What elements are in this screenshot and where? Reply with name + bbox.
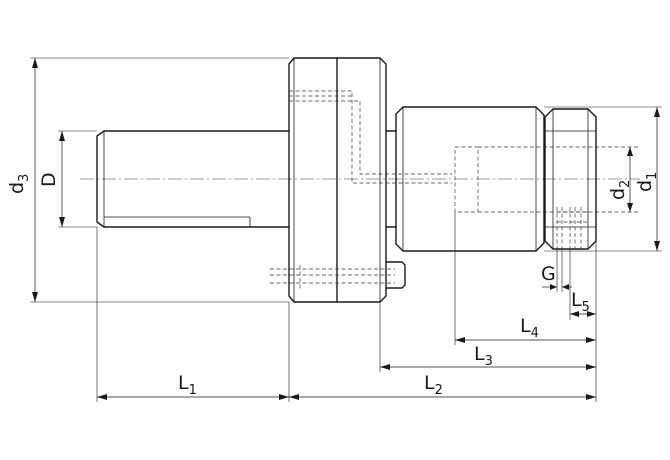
dimension-G (542, 249, 572, 292)
label-d1: d1 (634, 172, 660, 192)
flange (270, 57, 452, 303)
label-L3: L3 (474, 343, 493, 369)
neck (385, 130, 397, 228)
dimension-d1 (544, 106, 662, 252)
label-L2: L2 (424, 372, 443, 398)
clamp-nut (544, 108, 597, 250)
label-d3: d3 (6, 174, 32, 194)
dimension-L4 (454, 212, 597, 345)
label-L5: L5 (571, 289, 590, 315)
dimension-D (58, 130, 97, 228)
dimension-d3 (30, 57, 289, 303)
label-d2: d2 (607, 180, 633, 200)
label-G: G (541, 263, 556, 285)
dimension-L1 (96, 227, 289, 402)
label-L4: L4 (520, 315, 539, 341)
label-D: D (38, 172, 60, 187)
shank (96, 130, 290, 228)
set-screw (385, 261, 406, 289)
label-L1: L1 (178, 372, 197, 398)
dimension-L3 (379, 302, 597, 372)
dimension-L5 (569, 241, 597, 320)
dimension-L2 (288, 302, 597, 402)
dimension-d2 (627, 147, 633, 212)
